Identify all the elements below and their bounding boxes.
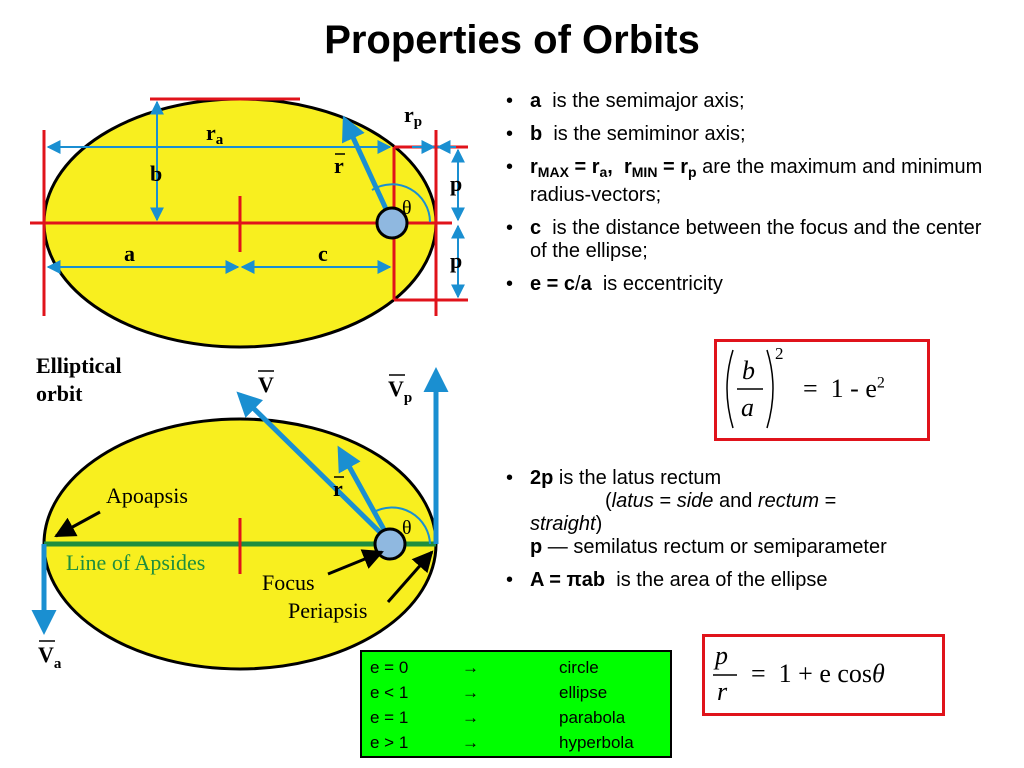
label-theta-top: θ — [402, 197, 412, 219]
formula1-rhs: = 1 - e2 — [803, 374, 885, 403]
formula1-denominator: a — [741, 393, 754, 422]
formula1-exponent: 2 — [775, 344, 784, 363]
bullet-latus-rectum: 2p is the latus rectum (latus = side and… — [500, 467, 1000, 559]
bullet-semimajor: a is the semimajor axis; — [500, 90, 1000, 113]
formula1-numerator: b — [742, 356, 755, 385]
bullet-focus-distance: c is the distance between the focus and … — [500, 217, 1000, 263]
bullet-eccentricity: e = c/a is eccentricity — [500, 273, 1000, 296]
label-theta-bottom: θ — [402, 517, 412, 539]
label-ra: ra — [206, 120, 224, 148]
label-a: a — [124, 241, 135, 266]
velocity-vector-arrow — [236, 391, 394, 546]
label-vp: Vp — [388, 376, 412, 406]
caption-elliptical-orbit-line2: orbit — [36, 381, 83, 406]
label-focus: Focus — [262, 570, 315, 595]
apoapsis-pointer — [54, 510, 101, 538]
left-paren — [726, 349, 734, 429]
eccentricity-table: e = 0→circle e < 1→ellipse e = 1→parabol… — [360, 650, 672, 758]
bullet-radius-vectors: rMAX = ra, rMIN = rp are the maximum and… — [500, 156, 1000, 207]
label-r-vector-bottom: r — [333, 476, 343, 501]
latus-area-list: 2p is the latus rectum (latus = side and… — [500, 467, 1000, 602]
label-line-of-apsides: Line of Apsides — [66, 550, 205, 575]
label-p-lower: p — [450, 248, 462, 273]
label-apoapsis: Apoapsis — [106, 483, 188, 508]
radius-vector-arrow — [342, 115, 395, 224]
orbit-equation-formula: p r = 1 + e cosθ — [702, 634, 945, 716]
theta-arc — [371, 183, 431, 223]
label-rp: rp — [404, 102, 422, 130]
focus-body — [375, 206, 409, 240]
label-va: Va — [38, 642, 62, 672]
bullet-area: A = πab is the area of the ellipse — [500, 569, 1000, 592]
axis-ratio-formula: b a 2 = 1 - e2 — [714, 339, 930, 441]
label-v: V — [258, 372, 274, 397]
label-p-upper: p — [450, 171, 462, 196]
label-r-vector: r — [334, 153, 344, 178]
formula2-rhs: = 1 + e cosθ — [751, 659, 885, 688]
label-c: c — [318, 241, 328, 266]
page-title: Properties of Orbits — [324, 18, 700, 62]
bottom-ellipse-diagram: Apoapsis Line of Apsides Focus Periapsis… — [31, 367, 449, 672]
top-ellipse-diagram: ra rp r b a c p p θ — [30, 97, 468, 349]
formula2-denominator: r — [717, 677, 728, 706]
focus-pointer — [327, 549, 384, 576]
formula2-numerator: p — [715, 641, 728, 670]
periapsis-pointer — [386, 550, 434, 603]
definitions-list: a is the semimajor axis; b is the semimi… — [500, 90, 1000, 306]
caption-elliptical-orbit: Elliptical — [36, 353, 122, 378]
radius-vector-arrow-bottom — [337, 445, 395, 546]
bullet-semiminor: b is the semiminor axis; — [500, 123, 1000, 146]
label-periapsis: Periapsis — [288, 598, 367, 623]
right-paren — [766, 349, 774, 429]
theta-arc-bottom — [373, 506, 431, 545]
label-b: b — [150, 161, 162, 186]
